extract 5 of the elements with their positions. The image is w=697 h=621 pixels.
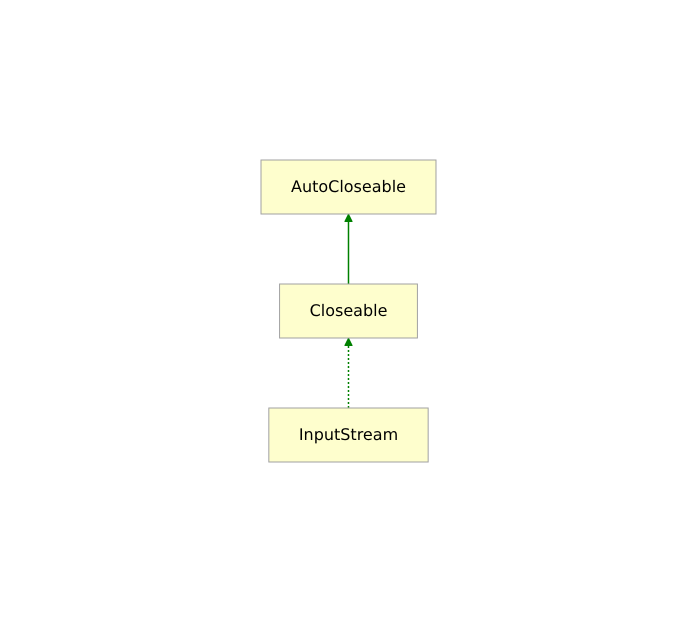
node-box: Closeable (279, 283, 418, 338)
node-box: InputStream (268, 407, 429, 462)
arrow (344, 213, 353, 284)
arrow (344, 337, 353, 408)
node-box: AutoCloseable (260, 159, 436, 214)
